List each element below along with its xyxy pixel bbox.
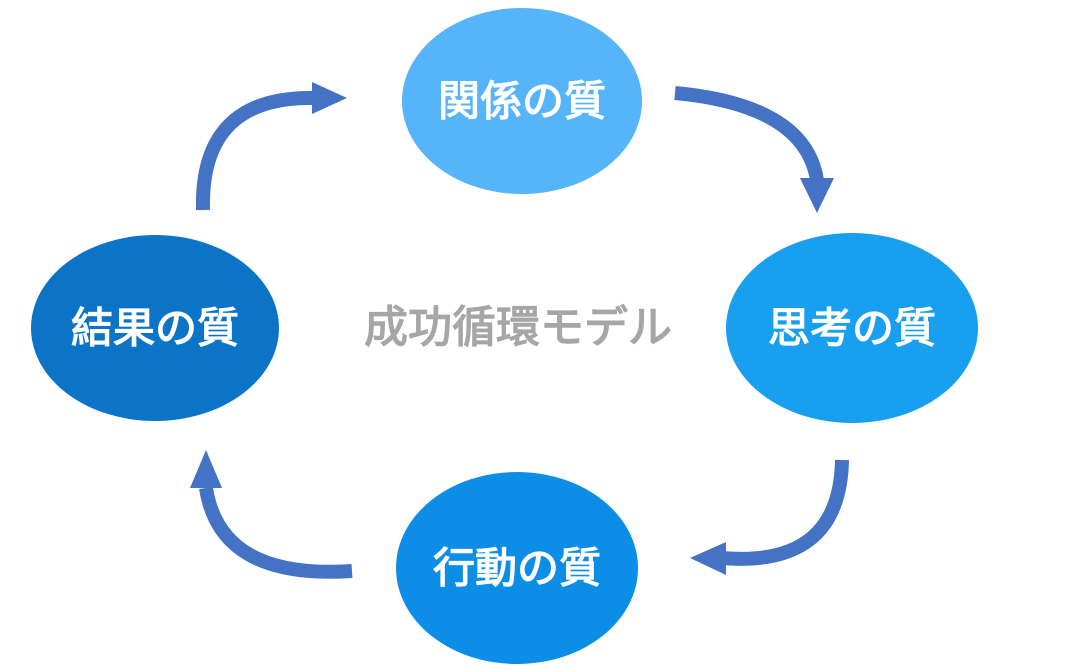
node-action-shape [396,472,638,664]
node-result-quality: 結果の質 [31,235,279,421]
arrow-action-to-result [190,450,353,579]
diagram-title: 成功循環モデル [364,302,672,353]
node-result-label: 結果の質 [71,304,239,353]
node-relationship-shape [402,8,642,194]
node-action-label: 行動の質 [433,544,601,593]
node-relationship-label: 関係の質 [438,77,606,126]
node-thinking-quality: 思考の質 [726,233,978,423]
node-thinking-label: 思考の質 [768,304,936,353]
arrow-thinking-to-action [690,459,849,575]
node-relationship-quality: 関係の質 [402,8,642,194]
arrow-relationship-to-thinking [674,86,834,213]
node-result-shape [31,235,279,421]
node-action-quality: 行動の質 [396,472,638,664]
node-thinking-shape [726,233,978,423]
arrow-result-to-relationship [195,82,347,211]
